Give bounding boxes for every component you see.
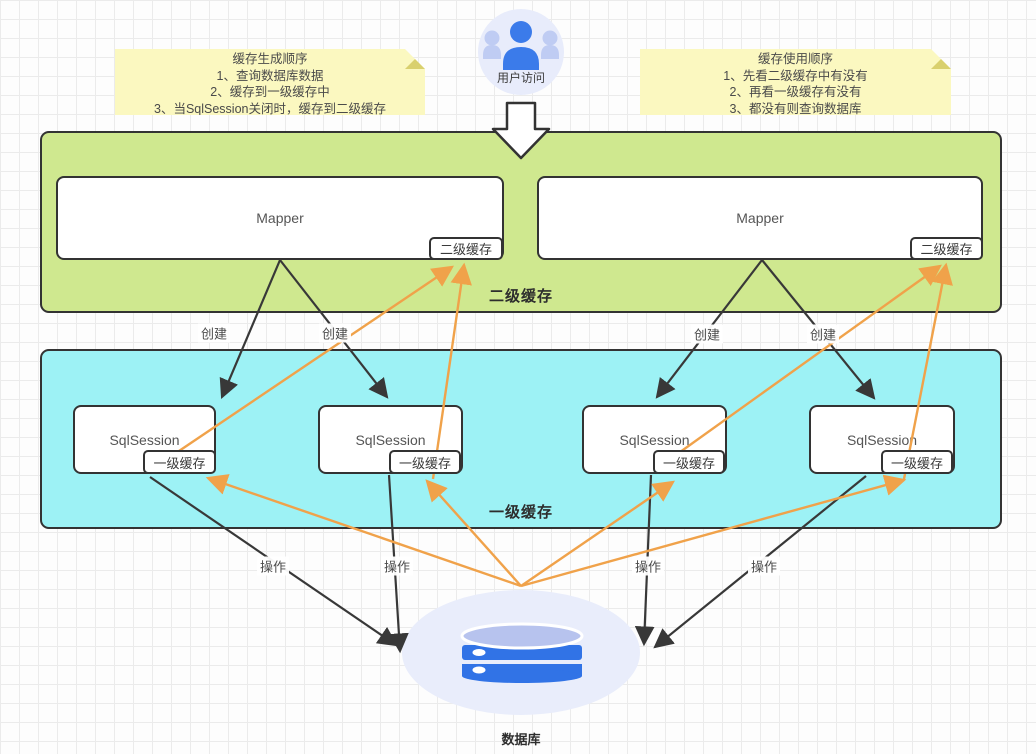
first-level-cache-badge-3[interactable]: 一级缓存: [653, 450, 725, 474]
cache-badge-text: 二级缓存: [920, 242, 973, 257]
note-right-title: 缓存使用顺序: [757, 52, 833, 66]
note-cache-usage-order[interactable]: 缓存使用顺序 1、先看二级缓存中有没有 2、再看一级缓存有没有 3、都没有则查询…: [640, 49, 951, 115]
edge-label-operate-2: 操作: [380, 556, 414, 576]
sqlsession-node-4-label: SqlSession: [846, 431, 918, 448]
note-fold-corner: [405, 49, 425, 69]
note-left-line-3: 3、当SqlSession关闭时，缓存到二级缓存: [154, 101, 386, 116]
cache-badge-text: 一级缓存: [398, 455, 451, 471]
note-cache-generation-order[interactable]: 缓存生成顺序 1、查询数据库数据 2、缓存到一级缓存中 3、当SqlSessio…: [115, 49, 425, 115]
edge-label-create-4: 创建: [806, 324, 840, 344]
first-level-cache-badge-4[interactable]: 一级缓存: [881, 450, 953, 474]
database-halo[interactable]: [402, 590, 640, 715]
user-access-label: 用户访问: [496, 71, 545, 85]
user-access-node[interactable]: 用户访问: [478, 9, 564, 95]
edge-label-create-2: 创建: [318, 323, 352, 343]
note-left-title: 缓存生成顺序: [232, 52, 308, 66]
edge-label-create-1: 创建: [197, 323, 231, 343]
cache-badge-text: 一级缓存: [662, 455, 715, 471]
note-left-line-2: 2、缓存到一级缓存中: [210, 85, 330, 99]
first-level-cache-title: 一级缓存: [488, 504, 553, 521]
first-level-cache-badge-1[interactable]: 一级缓存: [143, 450, 216, 474]
user-group-icon: [483, 21, 559, 70]
note-right-line-1: 1、先看二级缓存中有没有: [723, 68, 868, 83]
database-label: 数据库: [501, 732, 541, 747]
edge-label-create-3: 创建: [690, 324, 724, 344]
note-right-line-2: 2、再看一级缓存有没有: [729, 85, 862, 99]
edge-label-operate-3: 操作: [631, 556, 665, 576]
second-level-cache-badge-2[interactable]: 二级缓存: [910, 237, 983, 260]
sqlsession-node-2-label: SqlSession: [355, 431, 426, 448]
cache-badge-text: 一级缓存: [890, 455, 943, 471]
cache-badge-text: 一级缓存: [153, 455, 206, 471]
mapper-node-2[interactable]: Mapper: [537, 176, 983, 260]
note-left-line-1: 1、查询数据库数据: [216, 68, 324, 83]
mapper-node-1-label: Mapper: [256, 210, 304, 226]
edge-label-operate-1: 操作: [256, 556, 290, 576]
first-level-cache-badge-2[interactable]: 一级缓存: [389, 450, 461, 474]
second-level-cache-title: 二级缓存: [488, 288, 553, 305]
note-right-line-3: 3、都没有则查询数据库: [729, 101, 862, 116]
mapper-node-2-label: Mapper: [736, 210, 784, 226]
sqlsession-node-1-label: SqlSession: [109, 431, 180, 448]
cache-badge-text: 二级缓存: [439, 242, 492, 257]
second-level-cache-badge-1[interactable]: 二级缓存: [429, 237, 503, 260]
edge-label-operate-4: 操作: [747, 556, 781, 576]
sqlsession-node-3-label: SqlSession: [619, 431, 690, 448]
note-fold-corner: [931, 49, 951, 69]
